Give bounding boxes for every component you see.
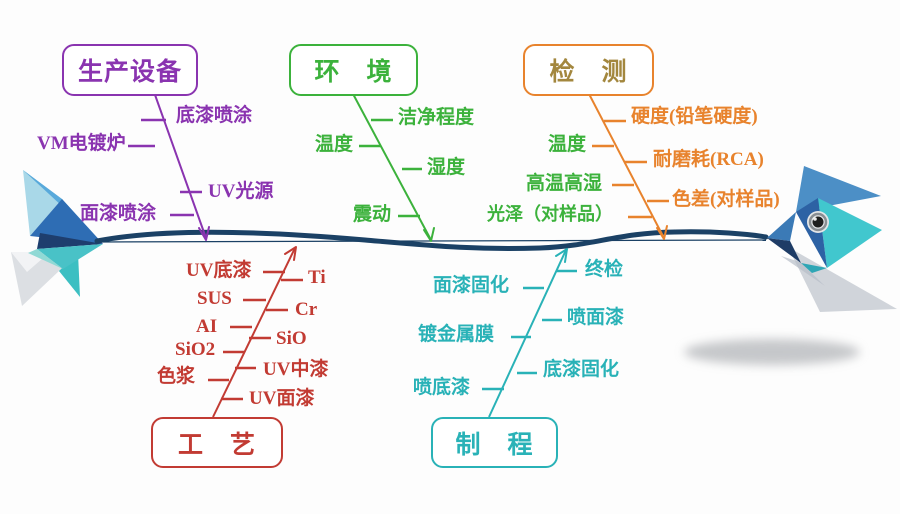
cause-label: UV中漆	[263, 359, 329, 380]
cause-label: 硬度(铅笔硬度)	[631, 106, 758, 127]
cause-label: 面漆固化	[433, 275, 510, 296]
branch-line-inspection	[587, 91, 669, 240]
cause-label: UV底漆	[186, 260, 252, 281]
cause-label: 喷面漆	[567, 307, 625, 328]
branch-line-equipment	[128, 91, 210, 241]
fish-tail-graphic	[11, 170, 103, 306]
cause-label: UV光源	[208, 181, 274, 202]
cause-label: 温度	[315, 134, 354, 155]
cause-label: Cr	[295, 299, 318, 320]
category-box-process: 工 艺	[151, 417, 283, 468]
cause-label: SUS	[197, 288, 232, 309]
floor-shadow	[684, 339, 860, 365]
cause-label: 底漆喷涂	[176, 105, 253, 126]
cause-label: 温度	[548, 134, 587, 155]
branch-line-process	[208, 246, 303, 418]
fish-eye-icon	[807, 211, 829, 233]
cause-label: 高温高湿	[526, 173, 603, 194]
branch-line-manufacturing	[482, 248, 577, 418]
cause-label: 喷底漆	[413, 377, 471, 398]
category-box-manufacturing: 制 程	[431, 417, 558, 468]
cause-label: 色浆	[157, 366, 196, 387]
cause-label: SiO	[276, 328, 307, 349]
cause-label: 洁净程度	[398, 107, 475, 128]
cause-label: 镀金属膜	[418, 324, 495, 345]
cause-label: UV面漆	[249, 388, 315, 409]
category-box-inspection: 检 测	[523, 44, 654, 96]
cause-label: 终检	[585, 259, 624, 280]
cause-label: Ti	[308, 267, 326, 288]
cause-label: 底漆固化	[543, 359, 620, 380]
cause-label: 色差(对样品)	[672, 189, 780, 210]
cause-label: 光泽（对样品）	[487, 204, 613, 224]
category-box-equipment: 生产设备	[62, 44, 198, 96]
cause-label: SiO2	[175, 339, 216, 360]
cause-label: 耐磨耗(RCA)	[653, 149, 764, 170]
cause-label: VM电镀炉	[37, 133, 126, 154]
category-box-environment: 环 境	[289, 44, 418, 96]
cause-label: 震动	[353, 204, 392, 225]
cause-label: AI	[196, 316, 218, 337]
cause-label: 面漆喷涂	[80, 203, 157, 224]
cause-label: 湿度	[427, 157, 466, 178]
branch-line-environment	[351, 91, 435, 242]
fish-head-graphic	[767, 166, 897, 312]
